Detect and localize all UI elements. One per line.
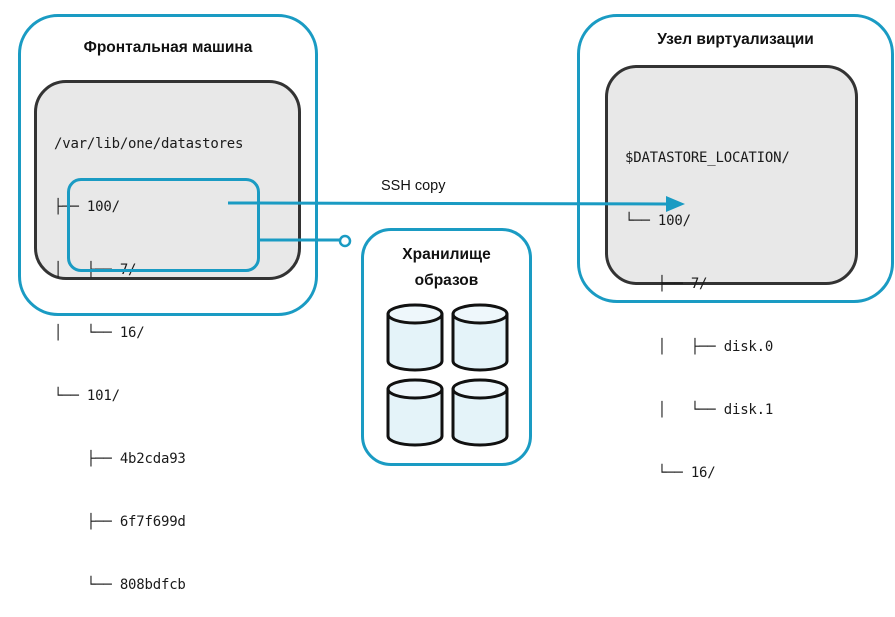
tree-line: └── 16/ [625, 465, 716, 481]
frontend-tree: /var/lib/one/datastores ├── 100/ │ ├── 7… [54, 92, 243, 617]
connector-endpoint-icon [338, 234, 352, 248]
tree-line: ├── 7/ [625, 276, 708, 292]
tree-line: └── 101/ [54, 388, 120, 404]
image-storage-title-line1: Хранилище [402, 246, 491, 263]
frontend-machine-title: Фронтальная машина [83, 39, 253, 56]
tree-line: └── 808bdfcb [54, 577, 186, 593]
host-datastore-panel [605, 65, 858, 285]
tree-line: /var/lib/one/datastores [54, 136, 244, 152]
tree-line: ├── 4b2cda93 [54, 451, 186, 467]
ssh-copy-label: SSH copy [381, 178, 446, 194]
tree-line: │ ├── disk.0 [625, 339, 774, 355]
tree-line: ├── 6f7f699d [54, 514, 186, 530]
tree-line: │ └── 16/ [54, 325, 145, 341]
virtualization-host-title: Узел виртуализации [657, 31, 814, 48]
tree-line: └── 100/ [625, 213, 691, 229]
image-storage-title-line2: образов [414, 272, 479, 289]
host-tree: $DATASTORE_LOCATION/ └── 100/ ├── 7/ │ ├… [625, 106, 790, 505]
tree-line: │ └── disk.1 [625, 402, 774, 418]
tree-line: ├── 100/ [54, 199, 120, 215]
tree-line: $DATASTORE_LOCATION/ [625, 150, 790, 166]
datastore-101-highlight [67, 178, 260, 272]
